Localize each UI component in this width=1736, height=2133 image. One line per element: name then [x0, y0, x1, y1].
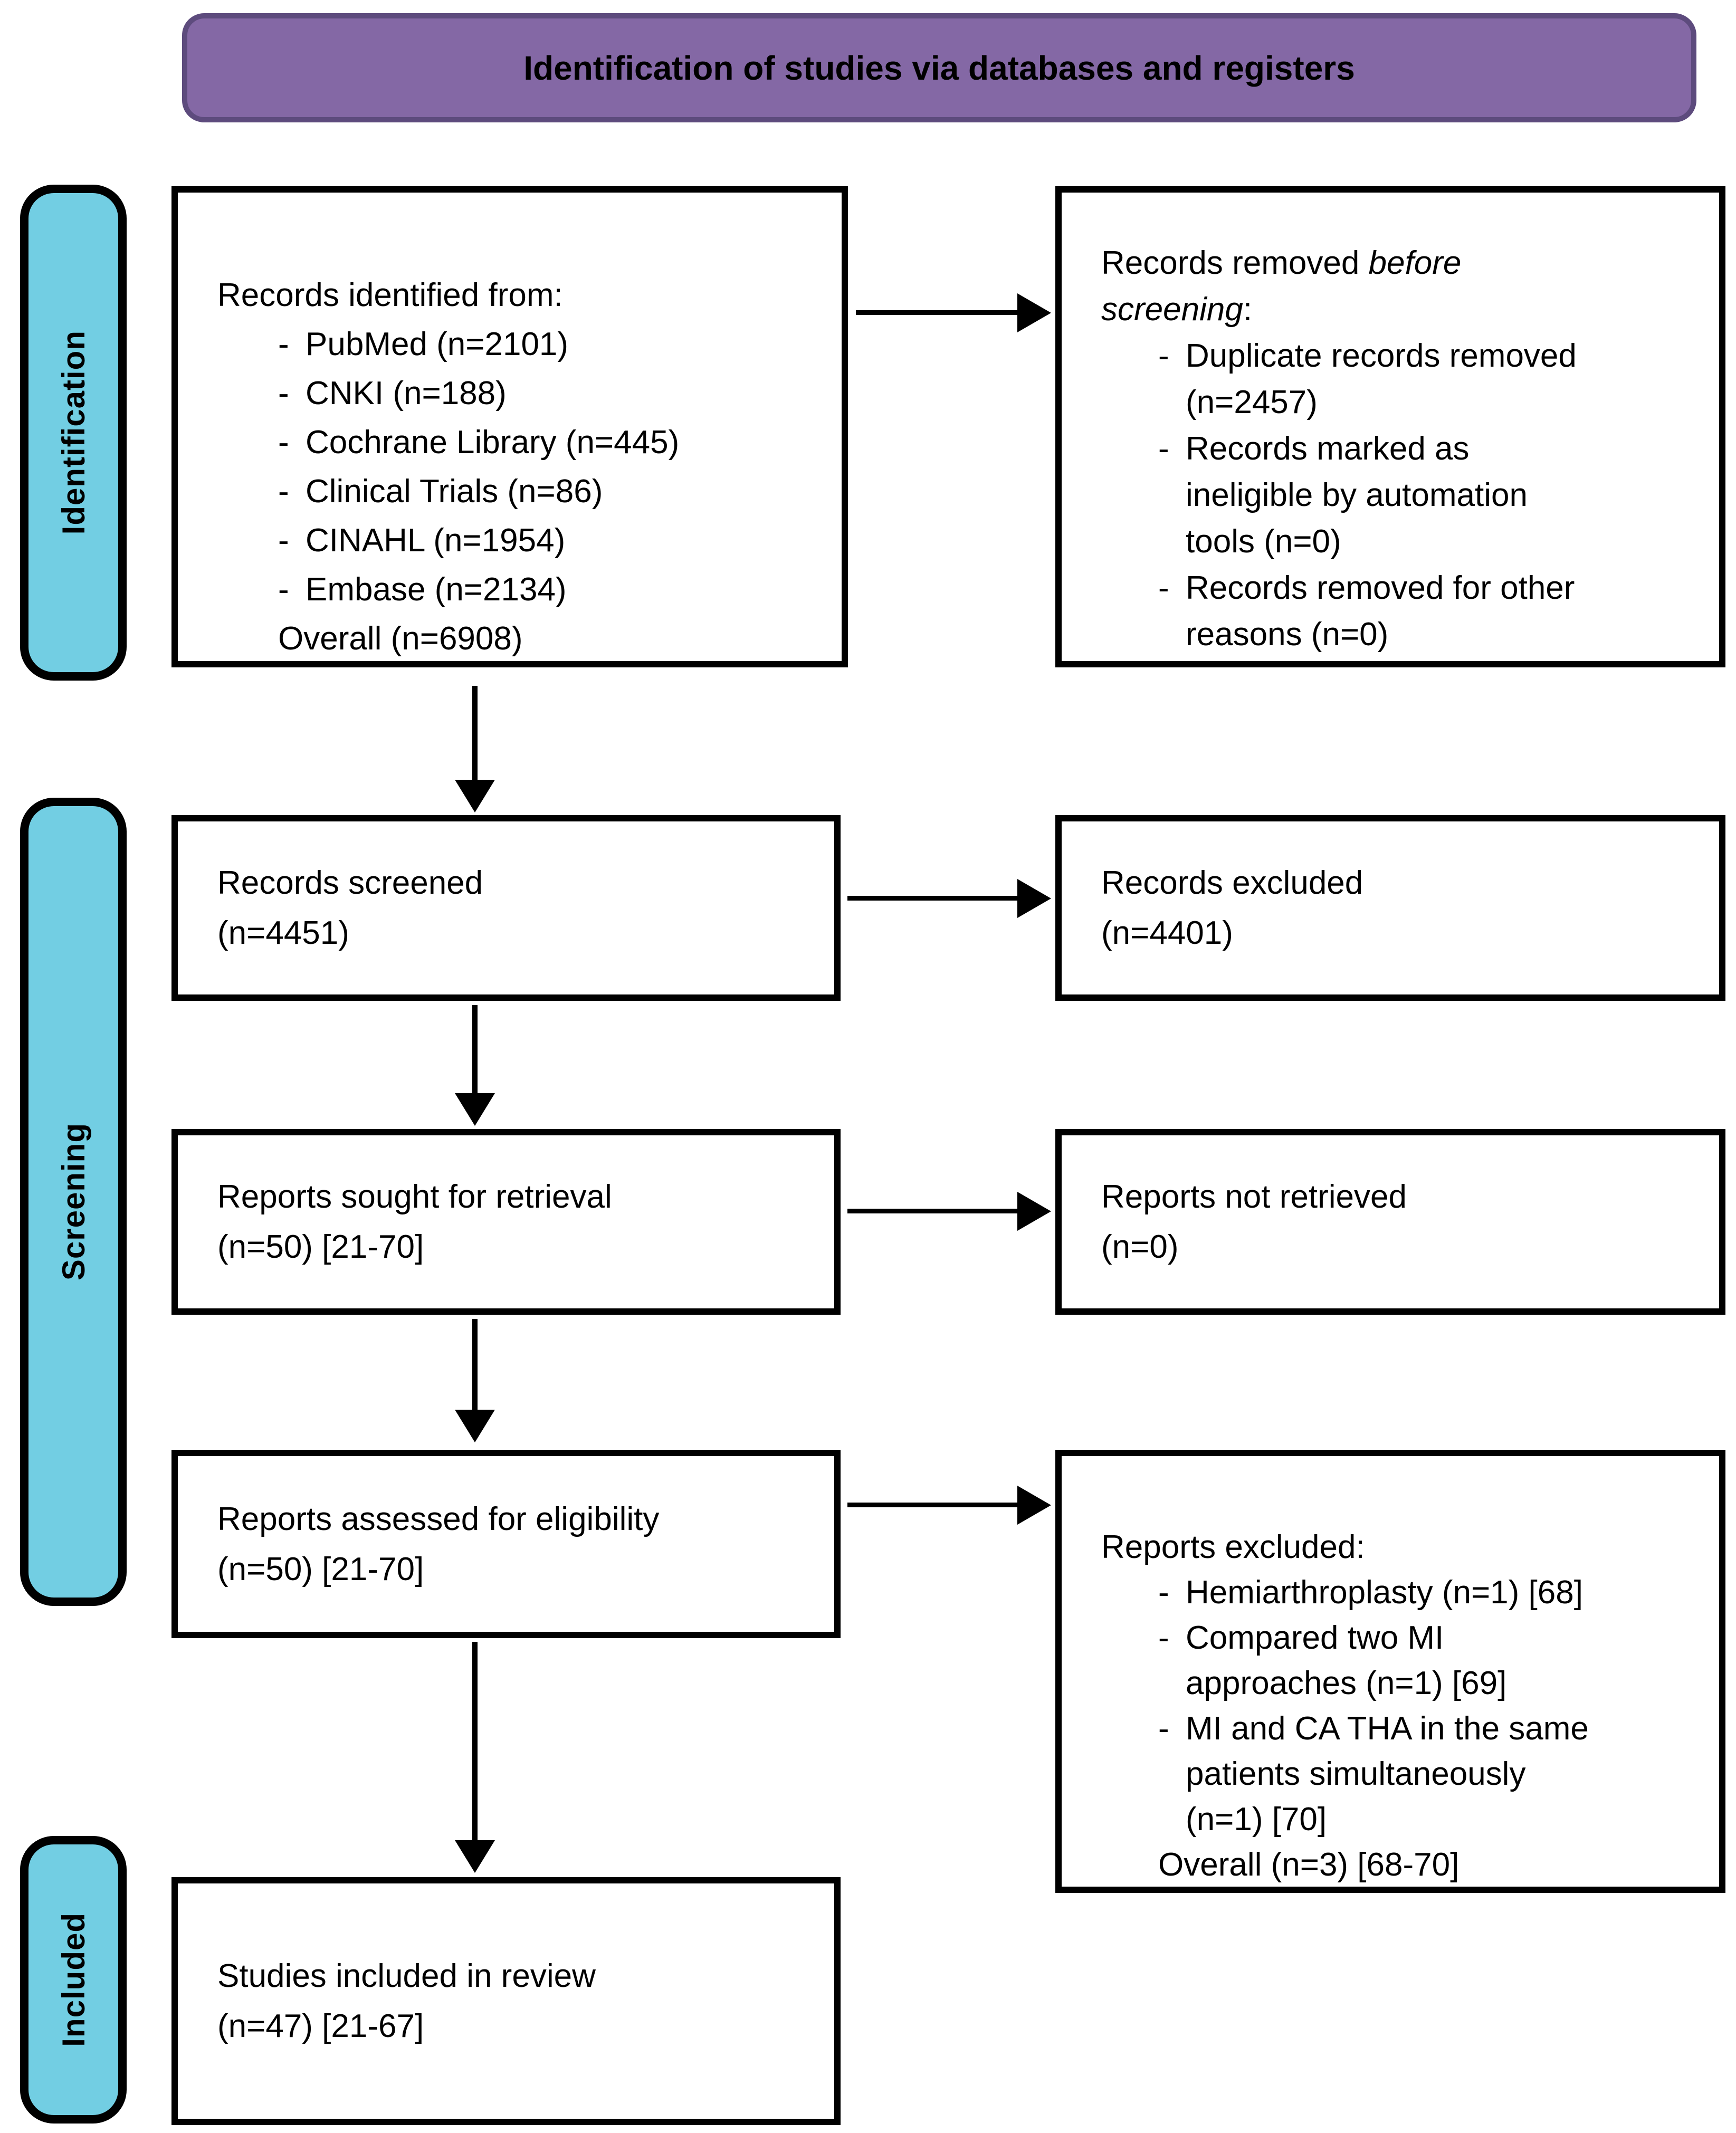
bullet-item: - CNKI (n=188)	[278, 369, 821, 418]
arrow-head	[1017, 1486, 1051, 1525]
box-line-2: (n=47) [21-67]	[217, 2008, 424, 2044]
flow-box-records-excluded: Records excluded (n=4401)	[1055, 815, 1725, 1001]
stage-label-text: Included	[55, 1912, 91, 2047]
arrow-line	[472, 1319, 478, 1411]
bullet-dash: -	[278, 375, 289, 412]
arrow-line	[472, 1005, 478, 1095]
overall-line: Overall (n=3) [68-70]	[1158, 1847, 1460, 1883]
arrow-line	[847, 896, 1020, 901]
box-heading: Records identified from:	[217, 277, 563, 313]
box-line-1: Reports not retrieved	[1101, 1179, 1407, 1215]
stage-label-screening: Screening	[20, 798, 127, 1606]
bullet-dash: -	[278, 424, 289, 461]
flow-box-records-removed-before-screening: Records removed before screening: - Dupl…	[1055, 186, 1725, 667]
overall-line: Overall (n=6908)	[278, 620, 523, 657]
bullet-item: - Compared two MI approaches (n=1) [69]	[1158, 1615, 1703, 1706]
arrow-line	[472, 1642, 478, 1841]
flow-box-studies-included: Studies included in review (n=47) [21-67…	[171, 1877, 841, 2125]
bullet-dash: -	[278, 326, 289, 362]
stage-label-text: Identification	[55, 330, 91, 535]
bullet-dash: -	[1158, 1710, 1169, 1747]
box-heading: Records removed before screening:	[1101, 245, 1462, 328]
arrow-head	[1017, 293, 1051, 332]
flow-box-reports-sought: Reports sought for retrieval (n=50) [21-…	[171, 1129, 841, 1315]
box-line-2: (n=50) [21-70]	[217, 1229, 424, 1265]
box-heading: Reports excluded:	[1101, 1529, 1365, 1565]
bullet-dash: -	[278, 571, 289, 608]
bullet-dash: -	[1158, 431, 1169, 467]
bullet-dash: -	[1158, 570, 1169, 606]
italic-phrase: before screening	[1101, 245, 1462, 328]
title-text: Identification of studies via databases …	[523, 49, 1355, 87]
stage-label-identification: Identification	[20, 185, 127, 681]
box-line-1: Studies included in review	[217, 1958, 596, 1994]
arrow-head	[455, 1840, 495, 1873]
stage-label-text: Screening	[55, 1123, 91, 1281]
flow-box-records-screened: Records screened (n=4451)	[171, 815, 841, 1001]
bullet-item: - Records marked as ineligible by automa…	[1158, 426, 1698, 565]
bullet-dash: -	[1158, 1620, 1169, 1656]
bullet-item: - Records removed for other reasons (n=0…	[1158, 565, 1698, 658]
stage-label-included: Included	[20, 1836, 127, 2124]
arrow-head	[455, 1093, 495, 1126]
arrow-head	[1017, 879, 1051, 918]
bullet-item: - Duplicate records removed (n=2457)	[1158, 333, 1698, 426]
flow-box-records-identified: Records identified from: - PubMed (n=210…	[171, 186, 848, 667]
bullet-dash: -	[1158, 338, 1169, 374]
bullet-item: - Hemiarthroplasty (n=1) [68]	[1158, 1570, 1703, 1615]
bullet-item: - Cochrane Library (n=445)	[278, 418, 821, 467]
source-list: - PubMed (n=2101) - CNKI (n=188) - Cochr…	[278, 320, 821, 614]
box-line-2: (n=0)	[1101, 1229, 1179, 1265]
bullet-item: - Clinical Trials (n=86)	[278, 467, 821, 516]
bullet-item: - PubMed (n=2101)	[278, 320, 821, 369]
bullet-item: - Embase (n=2134)	[278, 565, 821, 614]
bullet-dash: -	[278, 522, 289, 559]
box-line-1: Records screened	[217, 865, 483, 901]
arrow-head	[455, 780, 495, 812]
arrow-line	[847, 1503, 1020, 1507]
box-line-2: (n=4451)	[217, 915, 349, 951]
arrow-line	[472, 686, 478, 781]
bullet-item: - CINAHL (n=1954)	[278, 516, 821, 565]
box-line-2: (n=50) [21-70]	[217, 1551, 424, 1587]
arrow-head	[1017, 1192, 1051, 1231]
bullet-item: - MI and CA THA in the same patients sim…	[1158, 1706, 1703, 1842]
bullet-dash: -	[278, 473, 289, 510]
removal-reason-list: - Duplicate records removed (n=2457) - R…	[1158, 333, 1698, 658]
title-banner: Identification of studies via databases …	[182, 13, 1696, 122]
exclusion-reason-list: - Hemiarthroplasty (n=1) [68] - Compared…	[1158, 1570, 1703, 1842]
box-line-1: Records excluded	[1101, 865, 1363, 901]
flow-box-reports-excluded: Reports excluded: - Hemiarthroplasty (n=…	[1055, 1450, 1725, 1893]
box-line-2: (n=4401)	[1101, 915, 1233, 951]
bullet-dash: -	[1158, 1574, 1169, 1611]
arrow-line	[856, 310, 1020, 315]
box-line-1: Reports sought for retrieval	[217, 1179, 612, 1215]
arrow-line	[847, 1209, 1020, 1213]
arrow-head	[455, 1410, 495, 1442]
flow-box-reports-not-retrieved: Reports not retrieved (n=0)	[1055, 1129, 1725, 1315]
flow-box-reports-assessed: Reports assessed for eligibility (n=50) …	[171, 1450, 841, 1638]
box-line-1: Reports assessed for eligibility	[217, 1500, 660, 1537]
